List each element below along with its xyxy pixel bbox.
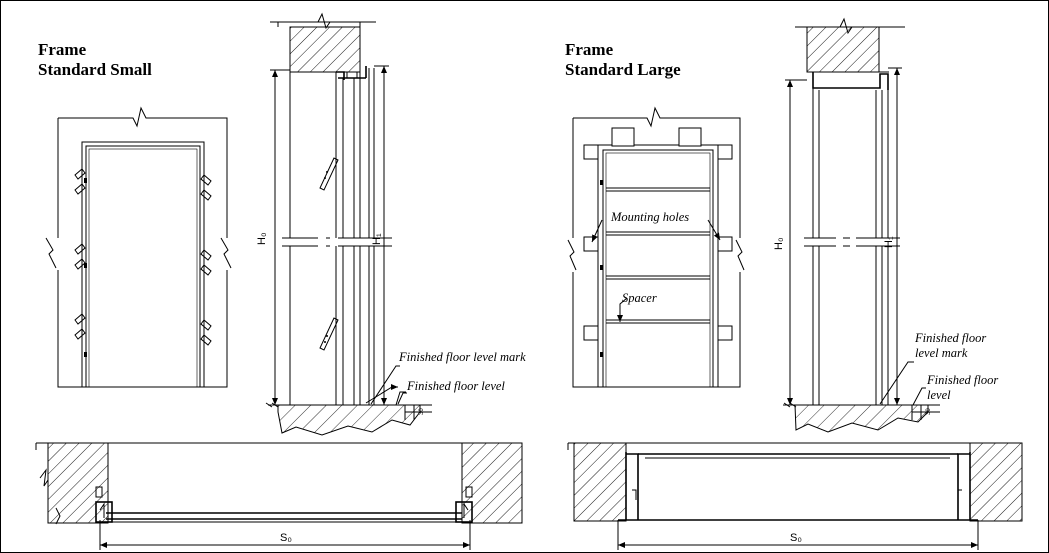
small-dim-s0: S₀ xyxy=(280,532,292,544)
large-dim-h1: H₁ xyxy=(883,236,895,248)
large-leader-floor xyxy=(912,387,926,406)
small-front-elevation xyxy=(45,106,232,388)
small-dim-h0: H₀ xyxy=(256,232,268,245)
large-title-line2: Standard Large xyxy=(565,60,681,79)
small-title-line1: Frame xyxy=(38,40,87,59)
small-title: Frame Standard Small xyxy=(38,40,152,79)
small-leader-mark xyxy=(370,365,400,405)
large-label-spacer: Spacer xyxy=(622,291,657,305)
large-label-mounting-holes: Mounting holes xyxy=(610,210,689,224)
large-label-floor-mark-2: level mark xyxy=(915,346,968,360)
small-plan-section: S₀ xyxy=(35,442,523,550)
large-leader-mark xyxy=(879,361,914,405)
large-title-line1: Frame xyxy=(565,40,614,59)
large-label-floor-2: level xyxy=(927,388,951,402)
large-plan-section: S₀ xyxy=(567,442,1023,550)
large-dim-30: 30 xyxy=(926,408,932,415)
large-label-floor-1: Finished floor xyxy=(926,373,998,387)
large-label-floor-mark-1: Finished floor xyxy=(914,331,986,345)
small-label-floor-mark: Finished floor level mark xyxy=(398,350,526,364)
large-title: Frame Standard Large xyxy=(565,40,681,79)
large-side-section: H₀ H₁ 30 xyxy=(773,17,940,433)
large-front-elevation xyxy=(567,106,745,388)
small-leader-floor xyxy=(397,392,407,405)
large-dim-s0: S₀ xyxy=(790,532,802,544)
small-dim-30: 30 xyxy=(419,408,425,415)
large-dim-h0: H₀ xyxy=(773,237,785,250)
small-side-section: H₀ H₁ 30 xyxy=(256,12,432,436)
small-dim-h1: H₁ xyxy=(371,233,383,245)
small-label-floor: Finished floor level xyxy=(406,379,505,393)
small-title-line2: Standard Small xyxy=(38,60,152,79)
